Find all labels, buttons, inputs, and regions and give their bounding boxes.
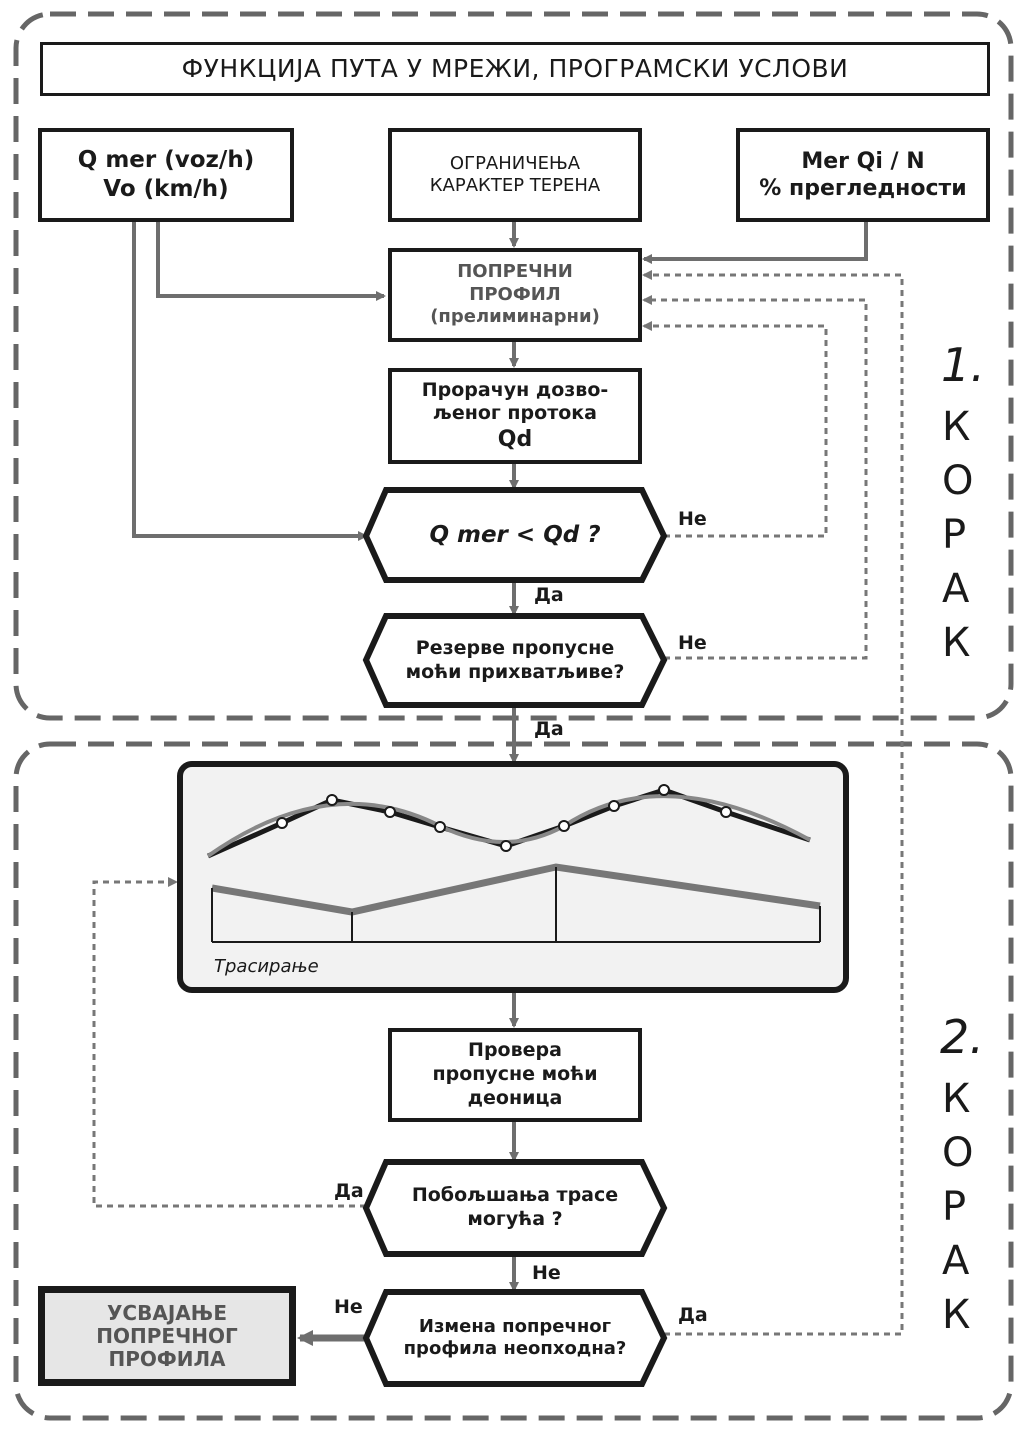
result-line3: ПРОФИЛА — [108, 1346, 226, 1371]
routing-profile-line — [211, 863, 821, 916]
calc-line2: љеног протока — [432, 402, 597, 425]
step1-number: 1. — [941, 338, 985, 392]
calc-line1: Прорачун дозво- — [421, 378, 609, 401]
input-right-line1: Mer Qi / N — [801, 148, 925, 174]
step2-letter-4: А — [942, 1238, 970, 1284]
step1-letter-4: А — [942, 566, 970, 612]
routing-caption: Трасирање — [214, 956, 319, 977]
edge-label-yes-3: Да — [334, 1180, 364, 1202]
decision3-label: Побољшања трасе могућа ? — [390, 1166, 640, 1250]
decision1-shape — [362, 487, 668, 583]
input-left-line2: Vo (km/h) — [103, 176, 229, 202]
cross-section-line1: ПОПРЕЧНИ — [457, 261, 573, 283]
step1-letter-2: О — [942, 458, 974, 504]
cross-section-box: ПОПРЕЧНИ ПРОФИЛ (прелиминарни) — [388, 248, 642, 342]
step1-letter-3: Р — [942, 512, 967, 558]
decision3-line1: Побољшања трасе — [411, 1184, 619, 1207]
decision2-label: Резерве пропусне моћи прихватљиве? — [390, 620, 640, 702]
edge-label-yes-4: Да — [678, 1304, 708, 1326]
step1-letter-1: К — [942, 404, 971, 450]
edge-label-no-1: Не — [678, 508, 707, 530]
edge-label-yes-2: Да — [534, 718, 564, 740]
decision3-shape — [362, 1159, 668, 1257]
input-box-center: ОГРАНИЧЕЊА КАРАКТЕР ТЕРЕНА — [388, 128, 642, 222]
decision3-line2: могућа ? — [467, 1208, 563, 1230]
decision1-label: Q mer < Qd ? — [390, 494, 640, 576]
decision4-label: Измена попречног профила неопходна? — [390, 1296, 640, 1380]
step2-letter-2: О — [942, 1130, 974, 1176]
input-left-line1: Q mer (voz/h) — [77, 147, 255, 174]
result-box: УСВАЈАЊЕ ПОПРЕЧНОГ ПРОФИЛА — [38, 1286, 296, 1386]
header-box: ФУНКЦИЈА ПУТА У МРЕЖИ, ПРОГРАМСКИ УСЛОВИ — [40, 42, 990, 96]
result-line1: УСВАЈАЊЕ — [107, 1300, 227, 1325]
decision4-line2: профила неопходна? — [403, 1338, 627, 1359]
decision4-line1: Измена попречног — [418, 1315, 612, 1337]
decision1-text: Q mer < Qd ? — [429, 521, 601, 548]
input-box-right: Mer Qi / N % прегледности — [736, 128, 990, 222]
step2-letter-1: К — [942, 1076, 971, 1122]
calc-line3: Qd — [497, 427, 533, 452]
cross-section-line3: (прелиминарни) — [430, 306, 600, 328]
calc-box: Прорачун дозво- љеног протока Qd — [388, 368, 642, 464]
step1-letter-5: К — [942, 620, 971, 666]
input-center-line1: ОГРАНИЧЕЊА — [449, 152, 581, 174]
step2-number: 2. — [940, 1010, 984, 1064]
input-center-line2: КАРАКТЕР ТЕРЕНА — [429, 175, 601, 196]
check-line3: деоница — [467, 1086, 563, 1109]
check-line2: пропусне моћи — [432, 1063, 598, 1086]
decision2-line2: моћи прихватљиве? — [405, 661, 625, 683]
header-title: ФУНКЦИЈА ПУТА У МРЕЖИ, ПРОГРАМСКИ УСЛОВИ — [181, 54, 849, 84]
decision2-shape — [362, 613, 668, 708]
edge-label-no-3: Не — [532, 1262, 561, 1284]
check-line1: Провера — [468, 1039, 562, 1062]
edge-label-no-2: Не — [678, 632, 707, 654]
input-right-line2: % прегледности — [759, 176, 967, 201]
step2-letter-5: К — [942, 1292, 971, 1338]
input-box-left: Q mer (voz/h) Vo (km/h) — [38, 128, 294, 222]
check-box: Провера пропусне моћи деоница — [388, 1028, 642, 1122]
decision2-line1: Резерве пропусне — [415, 637, 615, 660]
result-line2: ПОПРЕЧНОГ — [96, 1323, 238, 1348]
decision4-shape — [362, 1289, 668, 1387]
cross-section-line2: ПРОФИЛ — [469, 283, 561, 305]
edge-label-yes-1: Да — [534, 584, 564, 606]
step2-letter-3: Р — [942, 1184, 967, 1230]
edge-label-no-4: Не — [334, 1296, 363, 1318]
